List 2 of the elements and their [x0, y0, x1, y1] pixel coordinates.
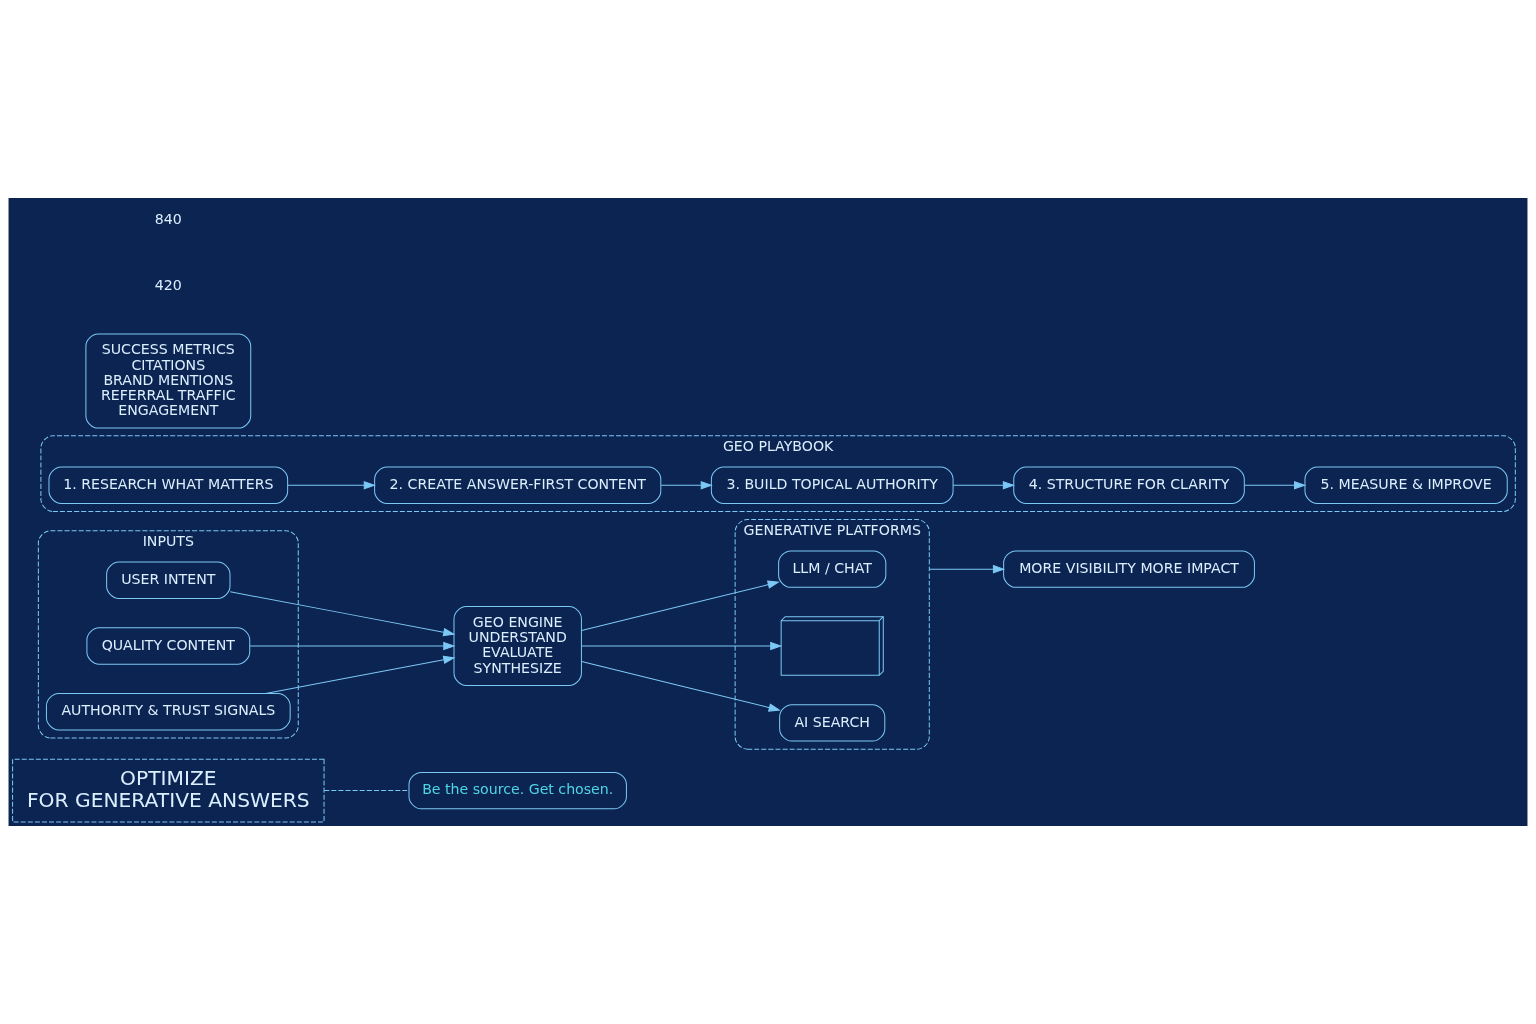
label: 420	[154, 276, 182, 293]
label: 840	[154, 210, 182, 227]
